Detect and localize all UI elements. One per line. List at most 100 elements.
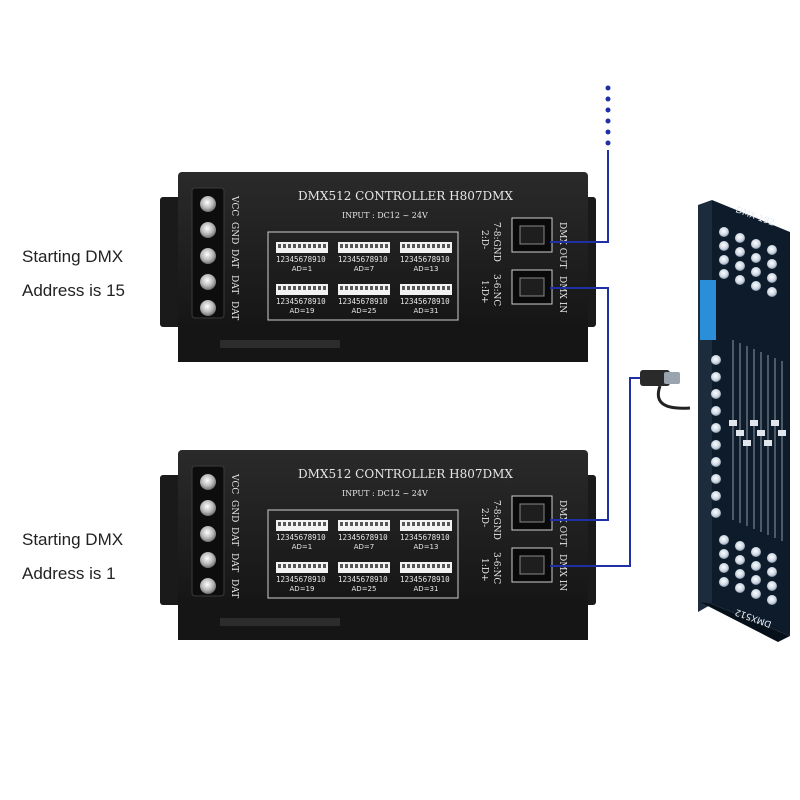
- dip-switch-key: [288, 564, 291, 568]
- dip-digits: 12345678910: [400, 297, 450, 306]
- fader-handle: [729, 420, 737, 426]
- dip-switch-key: [350, 244, 353, 248]
- screw-icon: [200, 248, 216, 264]
- console-display: [700, 280, 716, 340]
- dip-switch-key: [412, 244, 415, 248]
- console-button-icon: [711, 474, 721, 484]
- dip-switch-key: [345, 564, 348, 568]
- dip-switch-key: [293, 286, 296, 290]
- dip-switch: [400, 242, 452, 253]
- screw-icon: [200, 500, 216, 516]
- screw-terminals: [200, 196, 216, 316]
- dip-switch-key: [422, 244, 425, 248]
- fader-handle: [764, 440, 772, 446]
- console-button-icon: [767, 595, 777, 605]
- screw-icon: [200, 474, 216, 490]
- dip-switch-key: [288, 244, 291, 248]
- dip-digits: 12345678910: [338, 255, 388, 264]
- dip-switch-key: [288, 522, 291, 526]
- dip-switch-key: [375, 564, 378, 568]
- dip-address-label: AD=19: [290, 585, 315, 593]
- dip-switch-key: [417, 522, 420, 526]
- dip-switch-key: [345, 244, 348, 248]
- dip-switch-key: [318, 564, 321, 568]
- dip-switch-key: [447, 286, 450, 290]
- dip-switch-key: [323, 564, 326, 568]
- console-button-icon: [711, 440, 721, 450]
- dmx-console: DMX-192 DMX512: [698, 200, 790, 642]
- dip-switch-key: [318, 244, 321, 248]
- dip-switch-key: [447, 244, 450, 248]
- fader-track: [781, 361, 783, 541]
- dip-switch-key: [313, 522, 316, 526]
- dip-switch-key: [323, 522, 326, 526]
- caption-top: Starting DMX Address is 15: [22, 240, 125, 308]
- console-button-icon: [767, 273, 777, 283]
- caption-top-line1: Starting DMX: [22, 247, 124, 266]
- dip-switch-key: [442, 564, 445, 568]
- dip-switch-key: [360, 522, 363, 526]
- terminal-label: DAT: [229, 527, 239, 546]
- fader-handle: [743, 440, 751, 446]
- wire-in-top-to-out-bottom: [550, 287, 609, 521]
- dip-switch-key: [427, 244, 430, 248]
- console-button-icon: [711, 355, 721, 365]
- terminal-label: DAT: [229, 301, 239, 320]
- dip-address-label: AD=1: [292, 543, 313, 551]
- dip-switch-key: [375, 286, 378, 290]
- fader-track: [746, 346, 748, 526]
- dip-switch-key: [355, 286, 358, 290]
- dip-address-label: AD=1: [292, 265, 313, 273]
- console-fader-bank: [729, 340, 786, 541]
- console-button-grid: [711, 227, 777, 605]
- dip-address-label: AD=7: [354, 265, 375, 273]
- dip-switch-key: [375, 244, 378, 248]
- dip-switch-panel: 12345678910AD=112345678910AD=71234567891…: [276, 520, 452, 593]
- dip-switch-key: [340, 564, 343, 568]
- screw-icon: [200, 274, 216, 290]
- dip-digits: 12345678910: [400, 533, 450, 542]
- dip-address-label: AD=13: [414, 265, 439, 273]
- dip-switch-key: [313, 564, 316, 568]
- dip-switch-key: [318, 286, 321, 290]
- pin-in-1: 1:D+: [479, 558, 489, 582]
- dip-switch-key: [385, 522, 388, 526]
- dip-switch-key: [283, 564, 286, 568]
- dip-switch-key: [427, 522, 430, 526]
- console-button-icon: [711, 406, 721, 416]
- dip-switch-key: [380, 522, 383, 526]
- caption-bottom: Starting DMX Address is 1: [22, 523, 123, 591]
- console-button-icon: [711, 423, 721, 433]
- dip-switch-key: [303, 564, 306, 568]
- screw-icon: [200, 578, 216, 594]
- dip-switch-key: [355, 522, 358, 526]
- fader-track: [732, 340, 734, 520]
- console-button-icon: [711, 457, 721, 467]
- terminal-label: VCC: [229, 195, 239, 216]
- pin-in-1: 1:D+: [479, 280, 489, 304]
- dip-switch: [338, 520, 390, 531]
- controller-title: DMX512 CONTROLLER H807DMX: [298, 467, 513, 481]
- console-button-icon: [767, 245, 777, 255]
- terminal-label: DAT: [229, 579, 239, 598]
- dip-switch-key: [365, 286, 368, 290]
- console-button-icon: [711, 389, 721, 399]
- dip-switch-key: [340, 286, 343, 290]
- dip-switch-key: [340, 522, 343, 526]
- dip-switch-key: [350, 564, 353, 568]
- dip-switch-key: [442, 522, 445, 526]
- console-button-icon: [767, 287, 777, 297]
- dip-switch-key: [278, 244, 281, 248]
- console-button-icon: [735, 233, 745, 243]
- console-button-icon: [719, 535, 729, 545]
- dip-switch-key: [350, 522, 353, 526]
- dip-switch-key: [417, 564, 420, 568]
- dip-switch-key: [370, 244, 373, 248]
- controller-input: INPUT : DC12 ~ 24V: [342, 211, 428, 220]
- xlr-plug-icon: [640, 370, 691, 410]
- wire-out-top-to-next: [550, 150, 609, 243]
- dip-switch-key: [340, 244, 343, 248]
- dip-switch-key: [417, 244, 420, 248]
- dip-switch-key: [298, 522, 301, 526]
